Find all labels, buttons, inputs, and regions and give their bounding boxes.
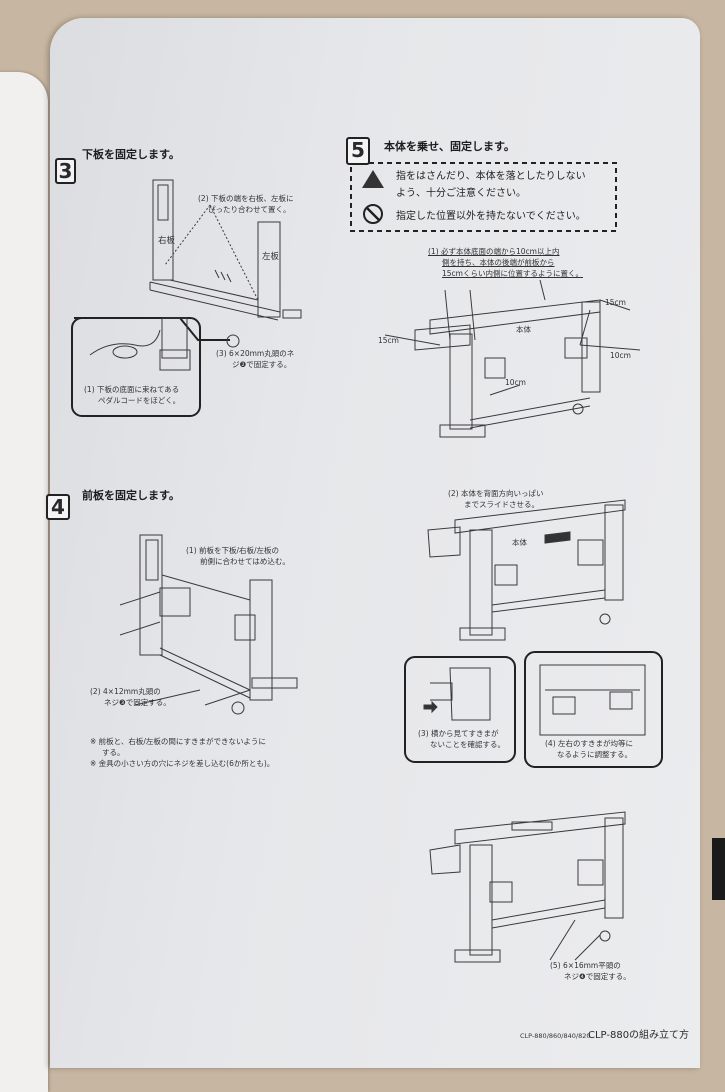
- step-4-note-1: (1) 前板を下板/右板/左板の 前側に合わせてはめ込む。: [186, 545, 290, 567]
- note-line: ネジ❹で固定する。: [564, 972, 631, 981]
- step-5-note-2: (2) 本体を背面方向いっぱい までスライドさせる。: [448, 488, 544, 510]
- step-3-note-1: (1) 下板の底面に束ねてある ペダルコードをほどく。: [84, 384, 180, 406]
- warning-line: よう、十分ご注意ください。: [396, 188, 526, 199]
- note-line: (1) 必ず本体底面の端から10cm以上内: [428, 247, 560, 256]
- step3-illustration: [149, 179, 302, 321]
- warning-2: 指定した位置以外を持たないでください。: [396, 211, 586, 222]
- note-line: ※ 前板と、右板/左板の間にすきまができないように: [90, 737, 266, 746]
- note-line: ジ❷で固定する。: [232, 360, 292, 369]
- step-5-note-4: (4) 左右のすきまが均等に なるように調整する。: [545, 738, 633, 760]
- note-line: (2) 本体を背面方向いっぱい: [448, 489, 544, 498]
- footer-models: CLP-880/860/840/820: [520, 1032, 591, 1040]
- step-5-note-1: (1) 必ず本体底面の端から10cm以上内 側を持ち、本体の後端が前板から 15…: [428, 246, 583, 279]
- note-line: ペダルコードをほどく。: [98, 396, 181, 405]
- note-line: (2) 下板の端を右板、左板に: [198, 194, 294, 203]
- step5-illustration-3: [429, 811, 626, 963]
- note-line: (5) 6×16mm平頭の: [550, 961, 621, 970]
- dim-10cm-right: 10cm: [610, 351, 631, 360]
- step-4-number: 4: [46, 494, 70, 520]
- step4-illustration: [119, 534, 298, 715]
- prohibited-icon: [363, 204, 383, 224]
- section-index-tab: [712, 838, 725, 900]
- note-line: 側を持ち、本体の後端が前板から: [442, 258, 555, 267]
- note-line: (1) 下板の底面に束ねてある: [84, 385, 180, 394]
- step-3-note-2: (2) 下板の端を右板、左板に ぴったり合わせて置く。: [198, 193, 294, 215]
- note-line: する。: [102, 748, 125, 757]
- note-line: までスライドさせる。: [464, 500, 539, 509]
- label-right-panel: 右板: [158, 236, 176, 246]
- note-line: 前側に合わせてはめ込む。: [200, 557, 290, 566]
- dim-10cm-front: 10cm: [505, 378, 526, 387]
- step5-callout-front: [524, 651, 663, 768]
- body-label: 本体: [516, 325, 531, 334]
- step-4-caution-2: ※ 金具の小さい方の穴にネジを差し込む(6か所とも)。: [90, 759, 275, 768]
- note-line: (4) 左右のすきまが均等に: [545, 739, 634, 748]
- note-line: ネジ❸で固定する。: [104, 698, 171, 707]
- warning-1: 指をはさんだり、本体を落としたりしない よう、十分ご注意ください。: [396, 168, 586, 202]
- warning-pinch-icon: [362, 170, 384, 188]
- step-5-note-5: (5) 6×16mm平頭の ネジ❹で固定する。: [550, 960, 631, 982]
- note-line: (3) 横から見てすきまが: [418, 729, 499, 738]
- step3-callout: [71, 317, 240, 417]
- body-label-2: 本体: [512, 538, 527, 547]
- step-5-title: 本体を乗せ、固定します。: [384, 140, 515, 153]
- note-line: (1) 前板を下板/右板/左板の: [186, 546, 280, 555]
- note-line: (2) 4×12mm丸頭の: [90, 687, 161, 696]
- dim-15cm-right: 15cm: [605, 298, 626, 307]
- step-4-title: 前板を固定します。: [82, 489, 180, 502]
- note-line: 15cmくらい内側に位置するように置く。: [442, 269, 583, 278]
- footer-section-title: CLP-880の組み立て方: [588, 1030, 690, 1041]
- step5-callout-side: [404, 656, 516, 763]
- dim-15cm-left: 15cm: [378, 336, 399, 345]
- step5-illustration-1: [384, 279, 641, 438]
- warning-line: 指をはさんだり、本体を落としたりしない: [396, 171, 586, 182]
- note-line: なるように調整する。: [557, 750, 632, 759]
- step-4-note-2: (2) 4×12mm丸頭の ネジ❸で固定する。: [90, 686, 171, 708]
- left-page-edge: [0, 72, 48, 1092]
- note-line: ないことを確認する。: [430, 740, 505, 749]
- step-5-number: 5: [346, 137, 370, 165]
- step-3-title: 下板を固定します。: [82, 148, 180, 161]
- label-left-panel: 左板: [262, 252, 280, 262]
- step5-illustration-2: [427, 499, 626, 641]
- step-5-note-3: (3) 横から見てすきまが ないことを確認する。: [418, 728, 505, 750]
- step-3-number: 3: [55, 158, 76, 184]
- note-line: (3) 6×20mm丸頭のネ: [216, 349, 295, 358]
- step-3-note-3: (3) 6×20mm丸頭のネ ジ❷で固定する。: [216, 348, 294, 370]
- note-line: ぴったり合わせて置く。: [208, 205, 291, 214]
- step-4-caution-1: ※ 前板と、右板/左板の間にすきまができないように する。: [90, 736, 266, 758]
